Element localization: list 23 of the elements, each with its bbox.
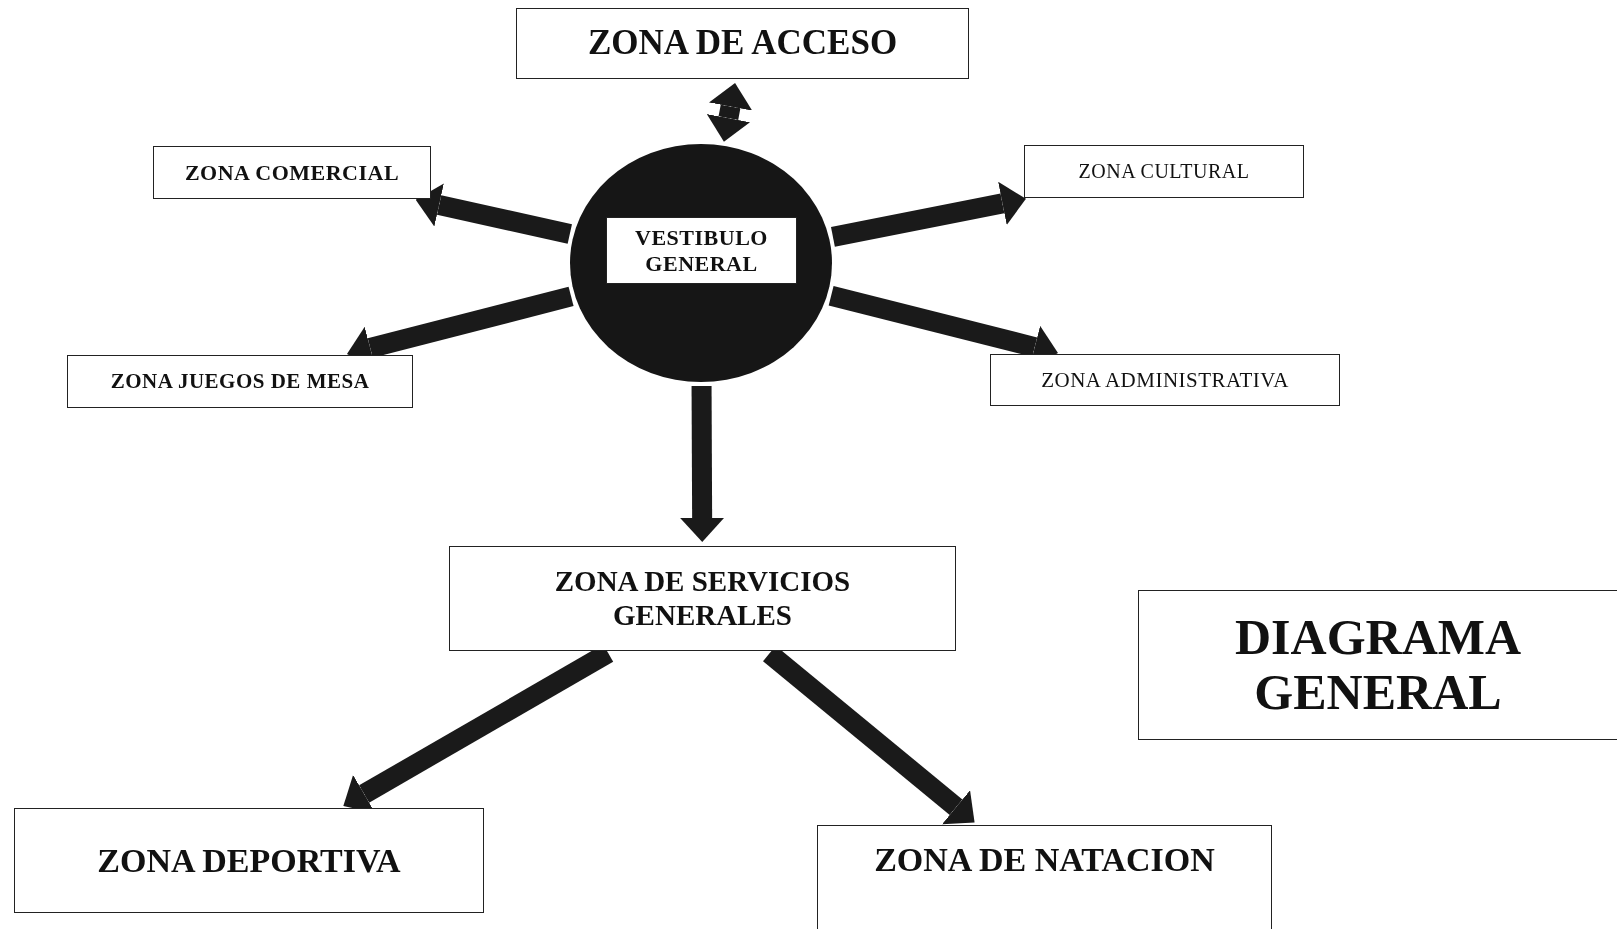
- block-arrow: [415, 183, 572, 244]
- block-arrow: [680, 385, 725, 542]
- zone-label: ZONA DE ACCESO: [587, 23, 898, 64]
- zone-box: [990, 354, 1340, 406]
- zone-label: ZONA DEPORTIVA: [97, 840, 401, 881]
- zone-label: ZONA CULTURAL: [1078, 160, 1250, 183]
- zone-label: ZONA COMERCIAL: [184, 159, 400, 186]
- zone-box: [14, 808, 484, 913]
- zone-box: [516, 8, 969, 79]
- zone-box: [153, 146, 431, 199]
- zone-box: [1024, 145, 1304, 198]
- block-arrow: [706, 82, 753, 142]
- zone-label: ZONA JUEGOS DE MESA: [110, 369, 370, 394]
- zone-box: [817, 825, 1272, 929]
- zone-box: [449, 546, 956, 651]
- zone-label: VESTIBULO GENERAL: [634, 225, 769, 276]
- zone-box: [67, 355, 413, 408]
- zone-label: ZONA DE SERVICIOS GENERALES: [553, 565, 852, 632]
- label-box: [606, 217, 797, 284]
- block-arrow: [831, 181, 1026, 247]
- zone-label: ZONA ADMINISTRATIVA: [1041, 367, 1289, 393]
- zone-label: ZONA DE NATACION: [874, 840, 1215, 880]
- title: DIAGRAMA GENERAL: [1233, 610, 1523, 720]
